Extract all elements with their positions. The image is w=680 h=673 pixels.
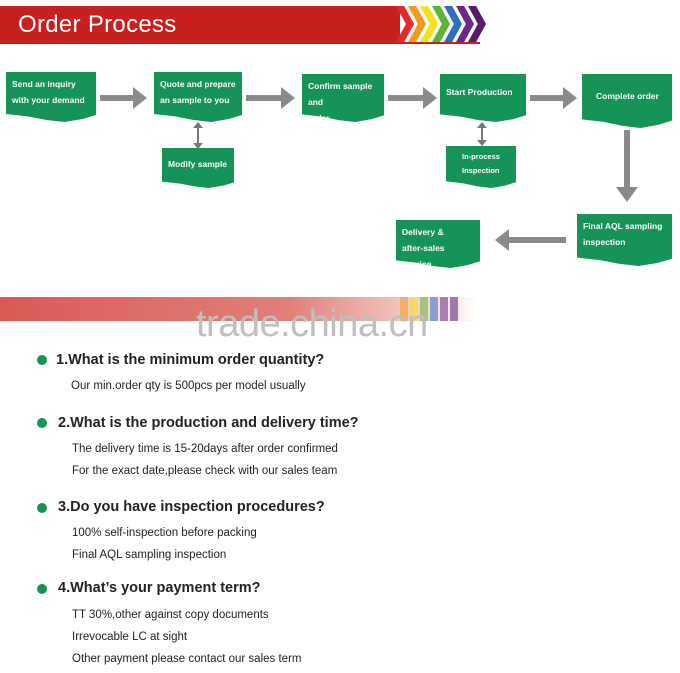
stripe-purple [440,297,448,321]
step-inprocess-line-1: In-process [462,152,500,161]
stripe-dark-purple [450,297,458,321]
step-in-process-inspection: In-process Inspection [446,146,516,188]
stripe-green [420,297,428,321]
faq-question-3: 3.Do you have inspection procedures? [58,499,325,515]
bullet-icon [37,584,47,594]
step-quote-sample: Quote and prepare an sample to you [154,72,242,122]
stripe-orange [400,297,408,321]
step-confirm-line-2: order [308,113,330,123]
header-banner [0,6,400,42]
stripe-yellow [410,297,418,321]
step-aql-line-2: inspection [583,237,626,247]
step-delivery-line-2: after-sales service [402,243,445,269]
step-delivery-service: Delivery & after-sales service [396,220,480,268]
watermark: trade.china.cn [196,303,428,345]
faq-answer-2-line-2: For the exact date,please check with our… [72,465,338,477]
arrow-right-icon [530,87,577,109]
step-quote-line-1: Quote and prepare [160,79,236,89]
faq-answer-3-line-1: 100% self-inspection before packing [72,527,257,539]
step-start-production: Start Production [440,74,526,122]
arrow-down-icon [616,130,638,202]
step-complete-line-1: Complete order [596,91,659,101]
bullet-icon [37,418,47,428]
step-aql-line-1: Final AQL sampling [583,221,663,231]
step-production-line-1: Start Production [446,87,513,97]
stripe-blue [430,297,438,321]
step-send-inquiry: Send an inquiry with your demand [6,72,96,122]
faq-answer-3-line-2: Final AQL sampling inspection [72,549,227,561]
arrow-right-icon [388,87,437,109]
bullet-icon [37,503,47,513]
arrow-right-icon [100,87,147,109]
faq-answer-1-line-1: Our min.order qty is 500pcs per model us… [71,380,306,392]
step-quote-line-2: an sample to you [160,95,230,105]
double-arrow-icon [193,122,203,149]
step-confirm-line-1: Confirm sample and [308,81,373,107]
faq-answer-4-line-3: Other payment please contact our sales t… [72,653,302,665]
step-inprocess-line-2: Inspection [462,166,500,175]
step-delivery-line-1: Delivery & [402,227,444,237]
faq-question-1: 1.What is the minimum order quantity? [56,352,325,368]
arrow-right-icon [246,87,295,109]
step-confirm-sample: Confirm sample and order [302,74,384,122]
step-final-aql-inspection: Final AQL sampling inspection [577,214,672,266]
step-modify-line-1: Modify sample [168,159,228,169]
step-send-line-2: with your demand [12,95,85,105]
step-complete-order: Complete order [582,74,672,128]
header-underline [0,42,480,44]
faq-answer-2-line-1: The delivery time is 15-20days after ord… [72,443,338,455]
faq-answer-4-line-1: TT 30%,other against copy documents [72,609,269,621]
faq-answer-4-line-2: Irrevocable LC at sight [72,631,188,643]
faq-question-4: 4.What’s your payment term? [58,580,261,596]
double-arrow-icon [477,122,487,146]
faq-question-2: 2.What is the production and delivery ti… [58,415,359,431]
step-send-line-1: Send an inquiry [12,79,76,89]
arrow-left-icon [495,229,566,251]
step-modify-sample: Modify sample [162,148,234,188]
page-title: Order Process [18,11,177,38]
bullet-icon [37,355,47,365]
